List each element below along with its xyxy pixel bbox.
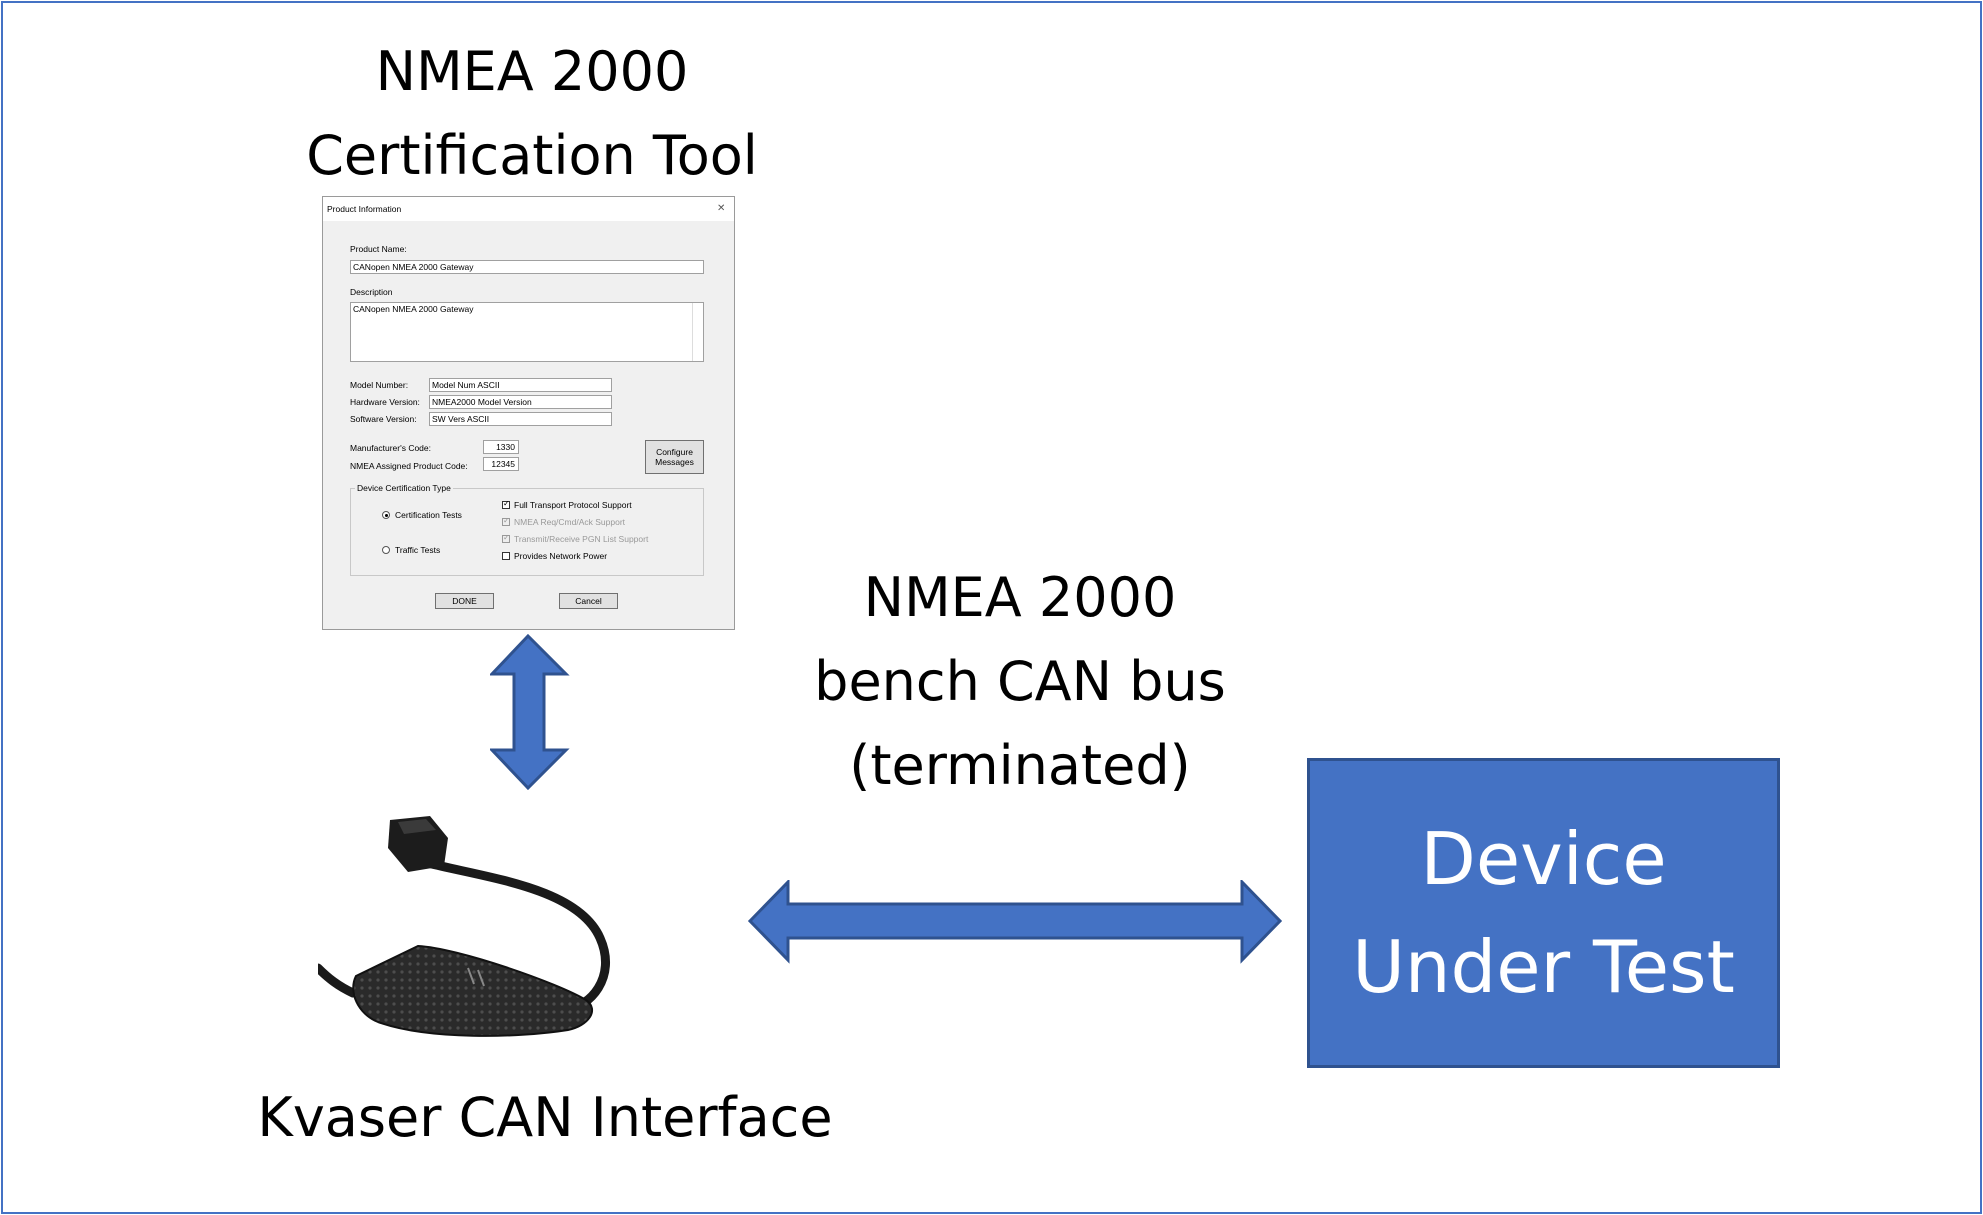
manufacturer-code-value: 1330 [496,442,515,452]
manufacturer-code-label: Manufacturer's Code: [350,443,431,453]
checkbox-transport[interactable]: ✓ [502,499,510,509]
bus-label-line2: bench CAN bus [814,650,1226,713]
done-button[interactable]: DONE [435,593,494,609]
configure-line1: Configure [656,447,693,457]
model-number-field[interactable]: Model Num ASCII [429,378,612,392]
radio-selected-dot [385,514,388,517]
checkbox-power[interactable] [502,552,510,560]
product-name-value: CANopen NMEA 2000 Gateway [353,262,474,272]
radio-traffic-tests[interactable] [382,546,390,554]
description-scrollbar[interactable] [692,303,703,361]
kvaser-interface-image [318,816,610,1037]
radio-certification-label: Certification Tests [395,510,462,520]
software-version-value: SW Vers ASCII [432,414,490,424]
group-label: Device Certification Type [355,483,453,493]
description-value: CANopen NMEA 2000 Gateway [353,304,474,314]
check-mark-icon: ✓ [503,516,510,525]
description-field[interactable]: CANopen NMEA 2000 Gateway [350,302,704,362]
tool-title-line1: NMEA 2000 [375,40,689,103]
software-version-label: Software Version: [350,414,417,424]
horizontal-double-arrow [748,880,1282,964]
checkbox-transport-label: Full Transport Protocol Support [514,500,632,510]
product-name-label: Product Name: [350,244,407,254]
model-number-label: Model Number: [350,380,409,390]
radio-certification-tests[interactable] [382,511,390,519]
model-number-value: Model Num ASCII [432,380,500,390]
cancel-button[interactable]: Cancel [559,593,618,609]
description-label: Description [350,287,393,297]
hardware-version-value: NMEA2000 Model Version [432,397,532,407]
dut-line1: Device [1420,817,1667,901]
product-code-field[interactable]: 12345 [483,457,519,471]
configure-line2: Messages [655,457,694,467]
dut-line2: Under Test [1352,925,1735,1009]
product-name-field[interactable]: CANopen NMEA 2000 Gateway [350,260,704,274]
hardware-version-field[interactable]: NMEA2000 Model Version [429,395,612,409]
product-information-dialog: Product Information ✕ Product Name: CANo… [322,196,735,630]
certification-type-group: Device Certification Type [350,483,704,576]
product-code-label: NMEA Assigned Product Code: [350,461,468,471]
radio-traffic-label: Traffic Tests [395,545,441,555]
product-code-value: 12345 [491,459,515,469]
check-mark-icon: ✓ [503,499,510,508]
checkbox-power-label: Provides Network Power [514,551,608,561]
device-under-test-box: Device Under Test [1307,758,1780,1068]
tool-title-line2: Certification Tool [306,124,758,187]
vertical-double-arrow [490,634,570,790]
configure-messages-button[interactable]: Configure Messages [645,440,704,474]
interface-label: Kvaser CAN Interface [257,1086,833,1149]
dialog-titlebar: Product Information ✕ [323,197,734,221]
bus-label-line1: NMEA 2000 [863,566,1177,629]
check-mark-icon: ✓ [503,533,510,542]
close-icon[interactable]: ✕ [717,203,726,214]
checkbox-pgnlist-label: Transmit/Receive PGN List Support [514,534,649,544]
checkbox-reqcmd-label: NMEA Req/Cmd/Ack Support [514,517,626,527]
dialog-title: Product Information [327,204,402,214]
bus-label-line3: (terminated) [849,734,1191,797]
checkbox-reqcmd[interactable]: ✓ [502,516,510,526]
hardware-version-label: Hardware Version: [350,397,420,407]
manufacturer-code-field[interactable]: 1330 [483,440,519,454]
software-version-field[interactable]: SW Vers ASCII [429,412,612,426]
checkbox-pgnlist[interactable]: ✓ [502,533,510,543]
